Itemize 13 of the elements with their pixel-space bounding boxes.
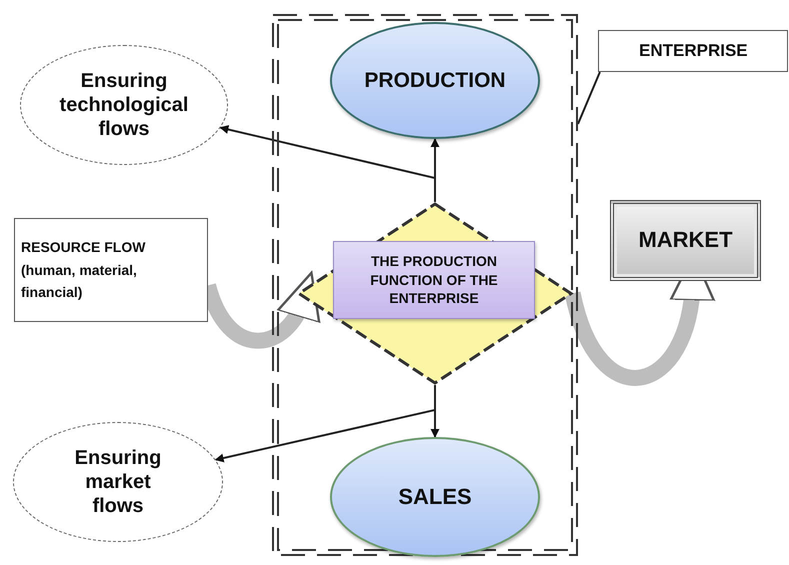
function-box: THE PRODUCTION FUNCTION OF THE ENTERPRISE: [333, 241, 535, 319]
resource-box: RESOURCE FLOW (human, material, financial): [14, 218, 208, 322]
dashed-ellipse: Ensuring technological flows: [20, 45, 228, 165]
dashed-ellipse: Ensuring market flows: [13, 422, 223, 542]
leader-line: [577, 72, 601, 124]
arrow: [219, 125, 436, 202]
callout-box: ENTERPRISE: [598, 30, 788, 72]
market-box: MARKET: [610, 200, 761, 281]
enterprise-boundary: [272, 14, 578, 556]
decision-diamond: [297, 202, 573, 385]
arrow: [214, 385, 436, 462]
process-ellipse: PRODUCTION: [330, 22, 540, 139]
process-ellipse: SALES: [330, 437, 540, 557]
